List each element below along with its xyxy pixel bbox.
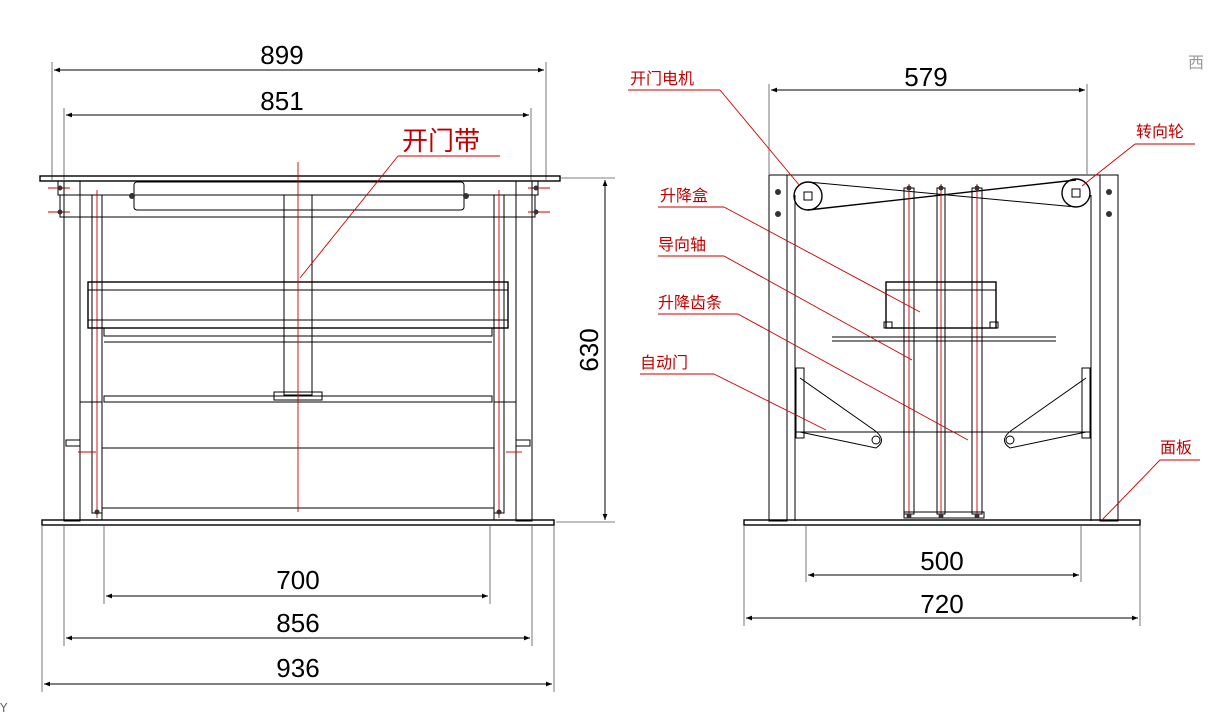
dim-side-top: 579	[771, 62, 1085, 93]
label-panel: 面板	[1160, 438, 1192, 457]
dim-front-height-text: 630	[574, 328, 604, 371]
auto-door-right	[1004, 367, 1091, 449]
dim-front-bottom-inner: 700	[106, 565, 488, 599]
side-view: 579	[628, 62, 1200, 626]
front-view: 899 851	[39, 40, 615, 692]
dim-side-bottom-overall-text: 720	[920, 589, 963, 619]
dim-front-bottom-overall: 936	[44, 653, 552, 687]
auto-door-left	[795, 367, 882, 449]
label-lift-box: 升降盒	[660, 186, 708, 205]
dim-side-bottom-overall: 720	[746, 589, 1138, 621]
dim-front-bottom-overall-text: 936	[276, 653, 319, 683]
label-guide-shaft: 导向轴	[658, 235, 706, 254]
corner-glyph-bottom-left: Y	[0, 701, 8, 715]
dim-front-bottom-mid-text: 856	[276, 608, 319, 638]
label-lift-rack: 升降齿条	[658, 293, 722, 312]
dim-front-bottom-mid: 856	[66, 608, 530, 641]
dim-side-top-text: 579	[904, 62, 947, 92]
dim-front-top-inner: 851	[66, 86, 529, 118]
dim-front-top-overall: 899	[54, 40, 544, 73]
corner-glyph-top-right: 西	[1188, 53, 1204, 72]
label-auto-door: 自动门	[640, 353, 688, 372]
dim-front-height: 630	[574, 180, 608, 520]
dim-front-top-overall-text: 899	[260, 40, 303, 70]
label-door-motor: 开门电机	[630, 69, 694, 88]
dim-side-bottom-inner: 500	[808, 546, 1079, 578]
dim-front-bottom-inner-text: 700	[276, 565, 319, 595]
dim-front-top-inner-text: 851	[260, 86, 303, 116]
label-door-belt: 开门带	[402, 127, 480, 157]
dim-side-bottom-inner-text: 500	[920, 546, 963, 576]
label-turning-wheel: 转向轮	[1136, 122, 1184, 141]
